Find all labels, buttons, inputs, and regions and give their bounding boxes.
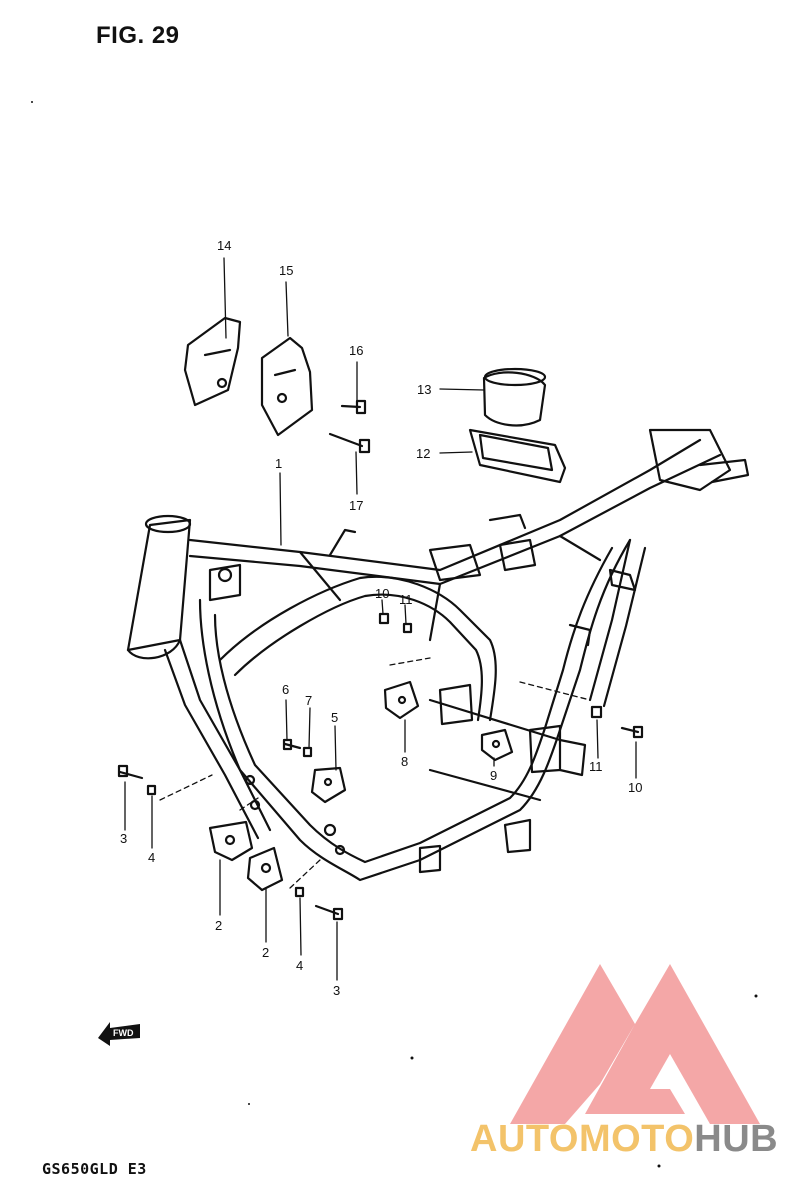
scan-specks [31, 101, 758, 1168]
battery-cover-part-13 [482, 367, 547, 427]
watermark-part-hub: HUB [694, 1118, 779, 1160]
callout-10-right: 10 [628, 780, 642, 795]
automotohub-logo [510, 964, 760, 1124]
callout-2-left: 2 [215, 918, 222, 933]
watermark-text: AUTOMOTOHUB [470, 1118, 778, 1161]
mount-plate-part-5 [310, 766, 347, 804]
callout-9: 9 [490, 768, 497, 783]
callout-14: 14 [217, 238, 231, 253]
figure-title: FIG. 29 [96, 22, 180, 49]
callout-11: 11 [399, 592, 413, 607]
bracket-part-14 [183, 316, 242, 407]
battery-tray-part-12 [468, 428, 567, 484]
callout-10: 10 [375, 586, 389, 601]
fwd-label: FWD [113, 1028, 134, 1038]
callout-7: 7 [305, 693, 312, 708]
callout-3-left: 3 [120, 831, 127, 846]
mount-plate-part-8 [383, 680, 420, 720]
mount-plate-part-9 [480, 728, 514, 762]
callout-12: 12 [416, 446, 430, 461]
bracket-part-15 [260, 336, 314, 437]
callout-17: 17 [349, 498, 363, 513]
callout-2-right: 2 [262, 945, 269, 960]
callout-11-right: 11 [589, 759, 603, 774]
callout-15: 15 [279, 263, 293, 278]
mount-plate-part-2-left [208, 820, 254, 862]
callout-4-right: 4 [296, 958, 303, 973]
callout-16: 16 [349, 343, 363, 358]
callout-1: 1 [275, 456, 282, 471]
callout-8: 8 [401, 754, 408, 769]
logo-mark-icon [510, 964, 760, 1124]
callout-6: 6 [282, 682, 289, 697]
callout-3-right: 3 [333, 983, 340, 998]
callout-13: 13 [417, 382, 431, 397]
callout-5: 5 [331, 710, 338, 725]
bolt-part-16 [340, 399, 367, 415]
forward-direction-mark: FWD [98, 1022, 140, 1046]
callout-4-left: 4 [148, 850, 155, 865]
bolt-part-17 [328, 432, 371, 454]
frame-part-1 [126, 428, 750, 882]
model-code: GS650GLD E3 [42, 1160, 147, 1178]
bolts-and-nuts [117, 612, 644, 921]
watermark-part-automoto: AUTOMOTO [470, 1118, 695, 1160]
leader-lines [124, 257, 637, 981]
mount-plate-part-2-right [246, 846, 284, 892]
